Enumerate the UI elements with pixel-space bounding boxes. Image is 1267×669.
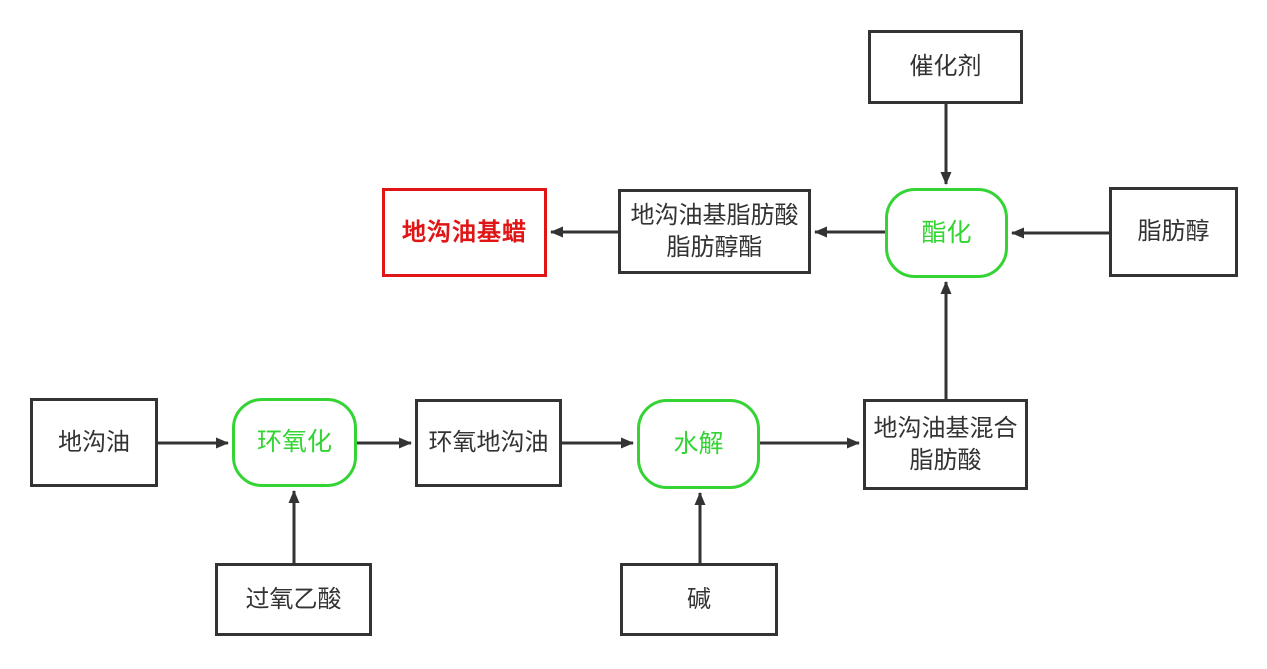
node-catalyst: 催化剂 (868, 30, 1023, 104)
node-wax: 地沟油基蜡 (382, 188, 547, 277)
node-alkali: 碱 (620, 563, 778, 636)
node-peracetic-acid: 过氧乙酸 (215, 563, 372, 636)
node-hydrolysis: 水解 (637, 399, 760, 489)
node-epoxidized-oil: 环氧地沟油 (415, 399, 562, 487)
node-gutter-oil: 地沟油 (30, 398, 158, 487)
node-epoxidation: 环氧化 (232, 398, 357, 487)
node-esterification: 酯化 (885, 188, 1008, 278)
node-mixed-fatty-acid: 地沟油基混合 脂肪酸 (863, 399, 1028, 490)
node-fatty-alcohol: 脂肪醇 (1109, 187, 1238, 277)
node-ester-product: 地沟油基脂肪酸 脂肪醇酯 (618, 189, 811, 274)
